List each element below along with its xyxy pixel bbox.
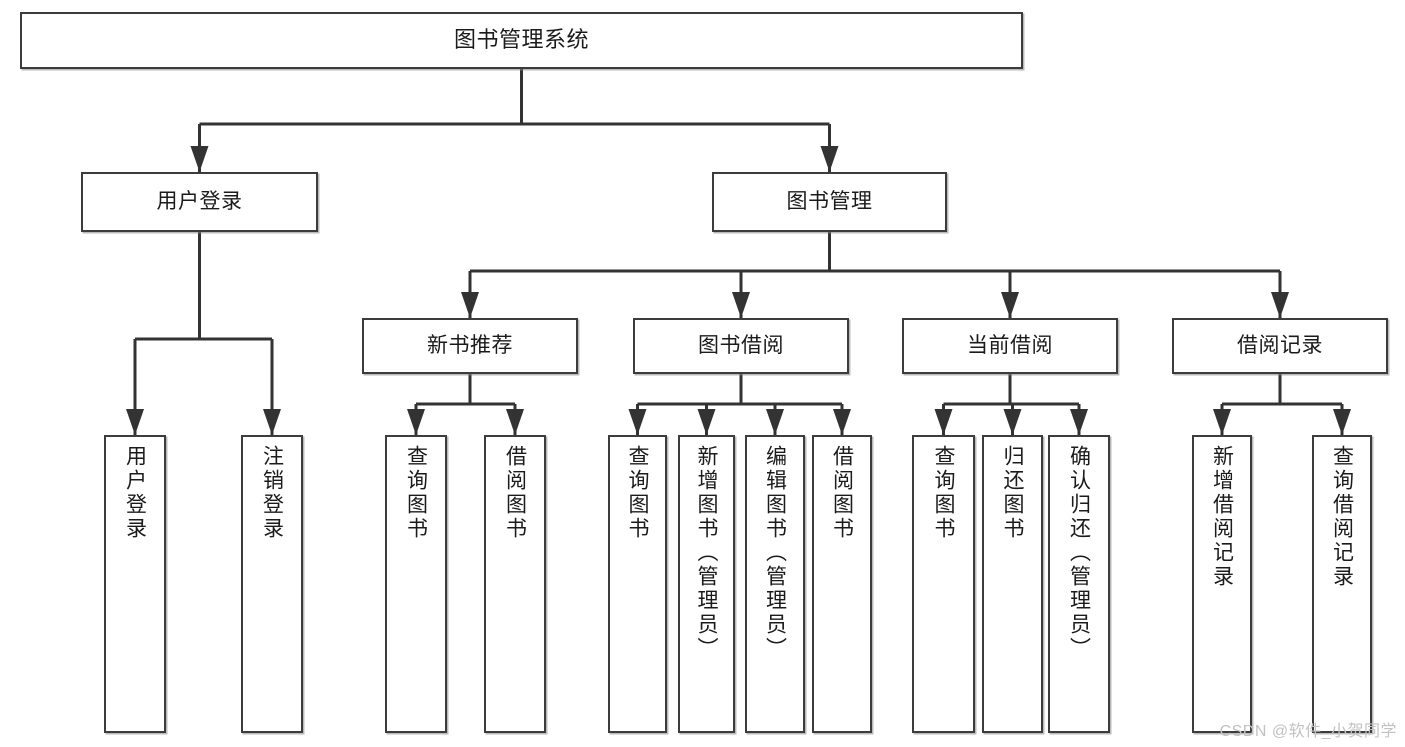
node-label: 图书管理 — [786, 190, 873, 214]
arrowhead — [407, 409, 425, 435]
node-label: 查询图书 — [404, 445, 428, 541]
arrowhead — [126, 409, 144, 435]
arrowhead — [934, 409, 953, 435]
arrowhead — [190, 146, 209, 172]
arrowhead — [461, 292, 479, 318]
arrowhead — [697, 409, 716, 435]
node-label: 查询借阅记录 — [1330, 445, 1354, 589]
node-label: 借阅图书 — [830, 445, 854, 541]
arrowhead — [263, 409, 281, 435]
node-label: 借阅图书 — [503, 445, 527, 541]
arrowhead — [732, 292, 750, 318]
node-c2: 编辑图书（管理员） — [745, 435, 805, 733]
node-l3_2: 当前借阅 — [902, 318, 1118, 374]
arrowhead — [1070, 409, 1088, 435]
node-label: 确认归还（管理员） — [1067, 445, 1091, 661]
node-a1: 注销登录 — [241, 435, 303, 733]
node-d2: 确认归还（管理员） — [1048, 435, 1110, 733]
node-l3_3: 借阅记录 — [1172, 318, 1388, 374]
node-label: 图书管理系统 — [453, 27, 589, 53]
node-label: 新增图书（管理员） — [695, 445, 718, 661]
node-label: 借阅记录 — [1237, 334, 1323, 358]
arrowhead — [628, 409, 647, 435]
arrowhead — [1271, 292, 1289, 318]
node-label: 用户登录 — [123, 445, 147, 541]
node-e0: 新增借阅记录 — [1192, 435, 1252, 733]
arrowhead — [766, 409, 784, 435]
arrowhead — [1213, 409, 1231, 435]
node-l3_1: 图书借阅 — [633, 318, 849, 374]
node-b1: 借阅图书 — [484, 435, 546, 733]
arrowhead — [1333, 409, 1351, 435]
node-e1: 查询借阅记录 — [1312, 435, 1372, 733]
arrowhead — [833, 409, 851, 435]
arrowhead — [506, 409, 524, 435]
node-b0: 查询图书 — [385, 435, 447, 733]
node-label: 注销登录 — [260, 445, 284, 541]
node-a0: 用户登录 — [104, 435, 166, 733]
node-label: 查询图书 — [932, 445, 955, 541]
node-label: 归还图书 — [1001, 445, 1024, 541]
node-l2_1: 图书管理 — [712, 172, 947, 232]
node-label: 新书推荐 — [427, 334, 513, 358]
node-c1: 新增图书（管理员） — [678, 435, 735, 733]
csdn-watermark: CSDN @软件_小贺同学 — [1219, 723, 1397, 740]
node-root: 图书管理系统 — [20, 12, 1023, 69]
arrowhead — [1003, 409, 1022, 435]
node-c0: 查询图书 — [608, 435, 667, 733]
node-d1: 归还图书 — [982, 435, 1043, 733]
node-label: 用户登录 — [156, 190, 243, 214]
arrowhead — [820, 146, 839, 172]
node-label: 图书借阅 — [698, 334, 784, 358]
node-d0: 查询图书 — [912, 435, 975, 733]
node-label: 编辑图书（管理员） — [763, 445, 787, 661]
node-label: 新增借阅记录 — [1210, 445, 1234, 589]
node-c3: 借阅图书 — [812, 435, 872, 733]
node-label: 当前借阅 — [967, 334, 1053, 358]
node-l3_0: 新书推荐 — [362, 318, 578, 374]
node-label: 查询图书 — [626, 445, 649, 541]
node-l2_0: 用户登录 — [81, 172, 318, 232]
arrowhead — [1001, 292, 1019, 318]
